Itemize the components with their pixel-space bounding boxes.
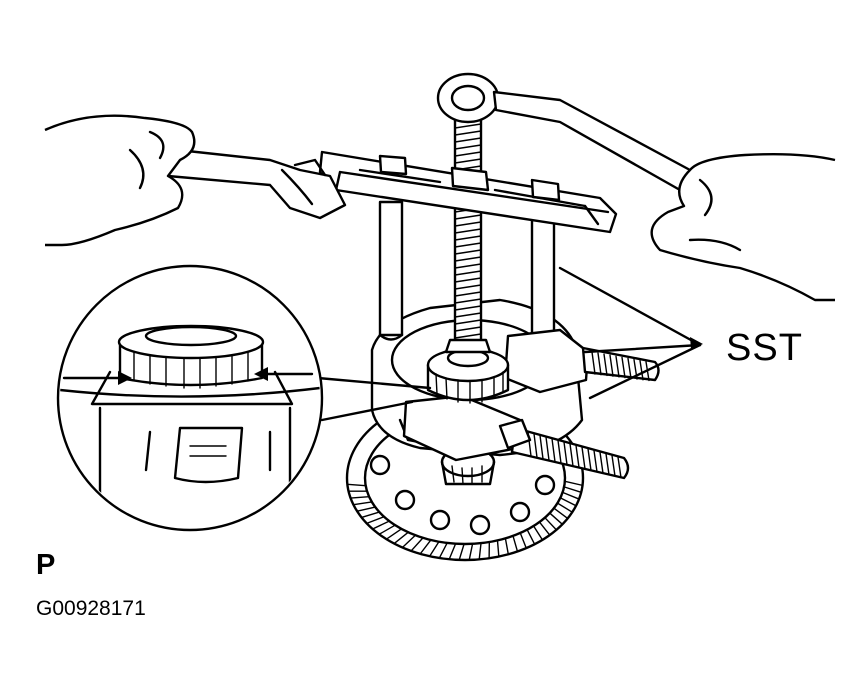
- figure-code: G00928171: [36, 597, 146, 620]
- upper-bearing: [426, 347, 510, 404]
- puller-crossbar: [318, 150, 618, 234]
- sst-label: SST: [726, 327, 803, 369]
- sst-leader-lines: [558, 266, 703, 400]
- left-hand: [44, 114, 196, 247]
- puller-jaws: [402, 328, 660, 480]
- right-hand: [650, 152, 836, 302]
- view-letter: P: [36, 549, 56, 581]
- detail-callout: [56, 264, 432, 532]
- adjustable-wrench: [158, 146, 347, 220]
